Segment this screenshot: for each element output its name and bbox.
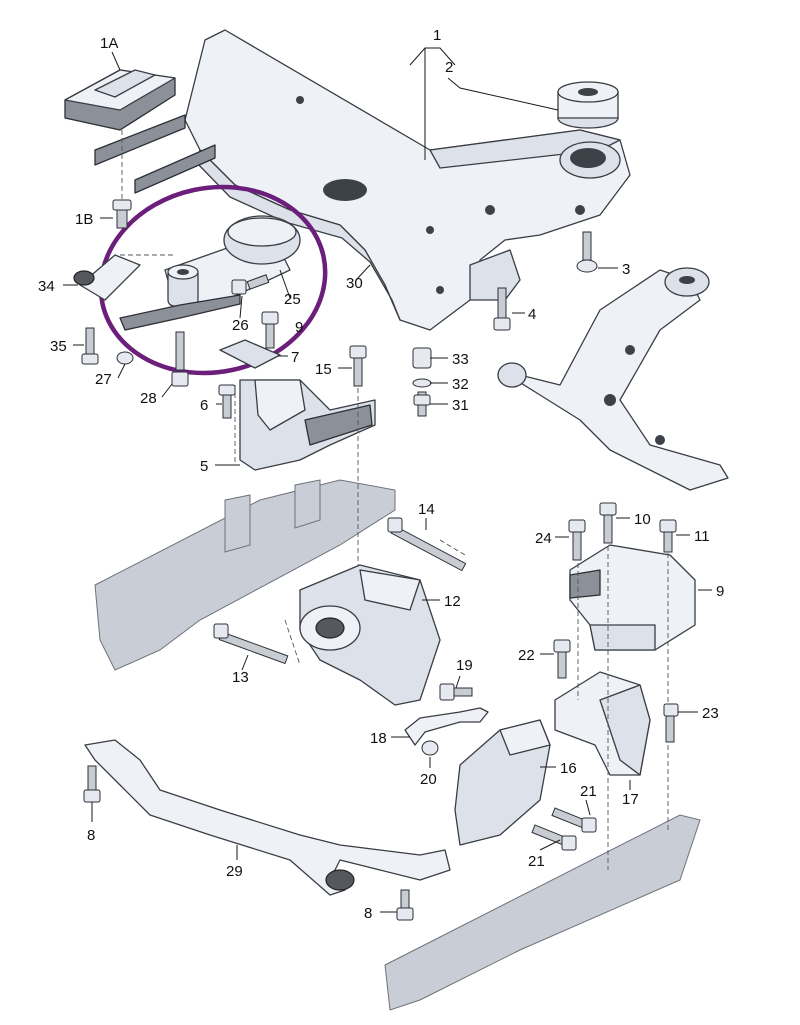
label-12: 12 <box>444 593 461 610</box>
bolt-11 <box>659 519 677 553</box>
label-1: 1 <box>433 27 441 44</box>
engine-mount-5 <box>239 379 376 471</box>
guide-lines <box>120 130 669 870</box>
label-1a: 1A <box>100 35 118 52</box>
label-8-left: 8 <box>87 827 95 844</box>
label-30: 30 <box>346 275 363 292</box>
label-34: 34 <box>38 278 55 295</box>
label-6: 6 <box>200 397 208 414</box>
bolt-3 <box>576 231 598 273</box>
bolt-23 <box>663 703 679 743</box>
transmission-mount-12 <box>299 564 441 706</box>
bolt-24 <box>568 519 586 561</box>
pendulum-support <box>119 215 301 331</box>
label-25: 25 <box>284 291 301 308</box>
label-27: 27 <box>95 371 112 388</box>
subframe <box>184 29 631 331</box>
label-28: 28 <box>140 390 157 407</box>
part-labels: 1 2 1A 1B 3 4 5 6 7 9 15 34 35 27 28 26 … <box>38 27 724 922</box>
label-21-lower: 21 <box>528 853 545 870</box>
highlight-ellipse <box>98 184 328 376</box>
mounting-plate-1a <box>64 69 216 194</box>
nut-20 <box>421 740 439 756</box>
bolt-21a <box>551 807 597 833</box>
subframe-bushing <box>557 81 619 129</box>
label-24: 24 <box>535 530 552 547</box>
bracket-17 <box>554 671 651 776</box>
label-9: 9 <box>716 583 724 600</box>
bracket-7 <box>219 339 281 369</box>
label-26: 26 <box>232 317 249 334</box>
bolt-15 <box>349 345 367 387</box>
bolt-19 <box>439 683 473 701</box>
bolt-8-left <box>83 765 101 803</box>
bolt-21b <box>531 824 577 851</box>
control-arm <box>497 267 729 491</box>
leader-lines <box>63 47 712 913</box>
label-16: 16 <box>560 760 577 777</box>
strut-18 <box>404 707 489 746</box>
label-18: 18 <box>370 730 387 747</box>
label-9-upper: 9 <box>295 319 303 336</box>
label-7: 7 <box>291 349 299 366</box>
bolt-14 <box>387 517 467 572</box>
label-13: 13 <box>232 669 249 686</box>
label-20: 20 <box>420 771 437 788</box>
mount-9 <box>569 544 696 651</box>
label-5: 5 <box>200 458 208 475</box>
label-17: 17 <box>622 791 639 808</box>
label-21-upper: 21 <box>580 783 597 800</box>
label-14: 14 <box>418 501 435 518</box>
label-2: 2 <box>445 59 453 76</box>
crossmember-tube-29 <box>84 739 451 896</box>
bolt-8-bottom <box>396 889 414 921</box>
label-23: 23 <box>702 705 719 722</box>
bolt-10 <box>599 502 617 544</box>
bolt-33-32-31 <box>412 347 432 417</box>
label-1b: 1B <box>75 211 93 228</box>
bolt-35 <box>81 327 99 365</box>
body-rail-left <box>94 479 396 671</box>
label-8-bottom: 8 <box>364 905 372 922</box>
bolt-1b <box>112 199 132 229</box>
bolt-9-upper <box>261 311 279 349</box>
bolt-6 <box>218 384 236 419</box>
label-31: 31 <box>452 397 469 414</box>
bolt-22 <box>553 639 571 679</box>
label-35: 35 <box>50 338 67 355</box>
label-32: 32 <box>452 376 469 393</box>
bolt-28 <box>171 331 189 387</box>
label-3: 3 <box>622 261 630 278</box>
bracket-34 <box>73 254 141 301</box>
body-rail-right <box>384 814 701 1011</box>
label-15: 15 <box>315 361 332 378</box>
bolt-13 <box>213 623 289 665</box>
label-11: 11 <box>694 528 710 545</box>
nut-27 <box>116 351 134 365</box>
bracket-16 <box>454 719 551 846</box>
bolt-4 <box>493 287 511 331</box>
label-19: 19 <box>456 657 473 674</box>
label-4: 4 <box>528 306 536 323</box>
label-33: 33 <box>452 351 469 368</box>
label-10: 10 <box>634 511 651 528</box>
label-29: 29 <box>226 863 243 880</box>
bolt-26 <box>231 274 270 295</box>
label-22: 22 <box>518 647 535 664</box>
